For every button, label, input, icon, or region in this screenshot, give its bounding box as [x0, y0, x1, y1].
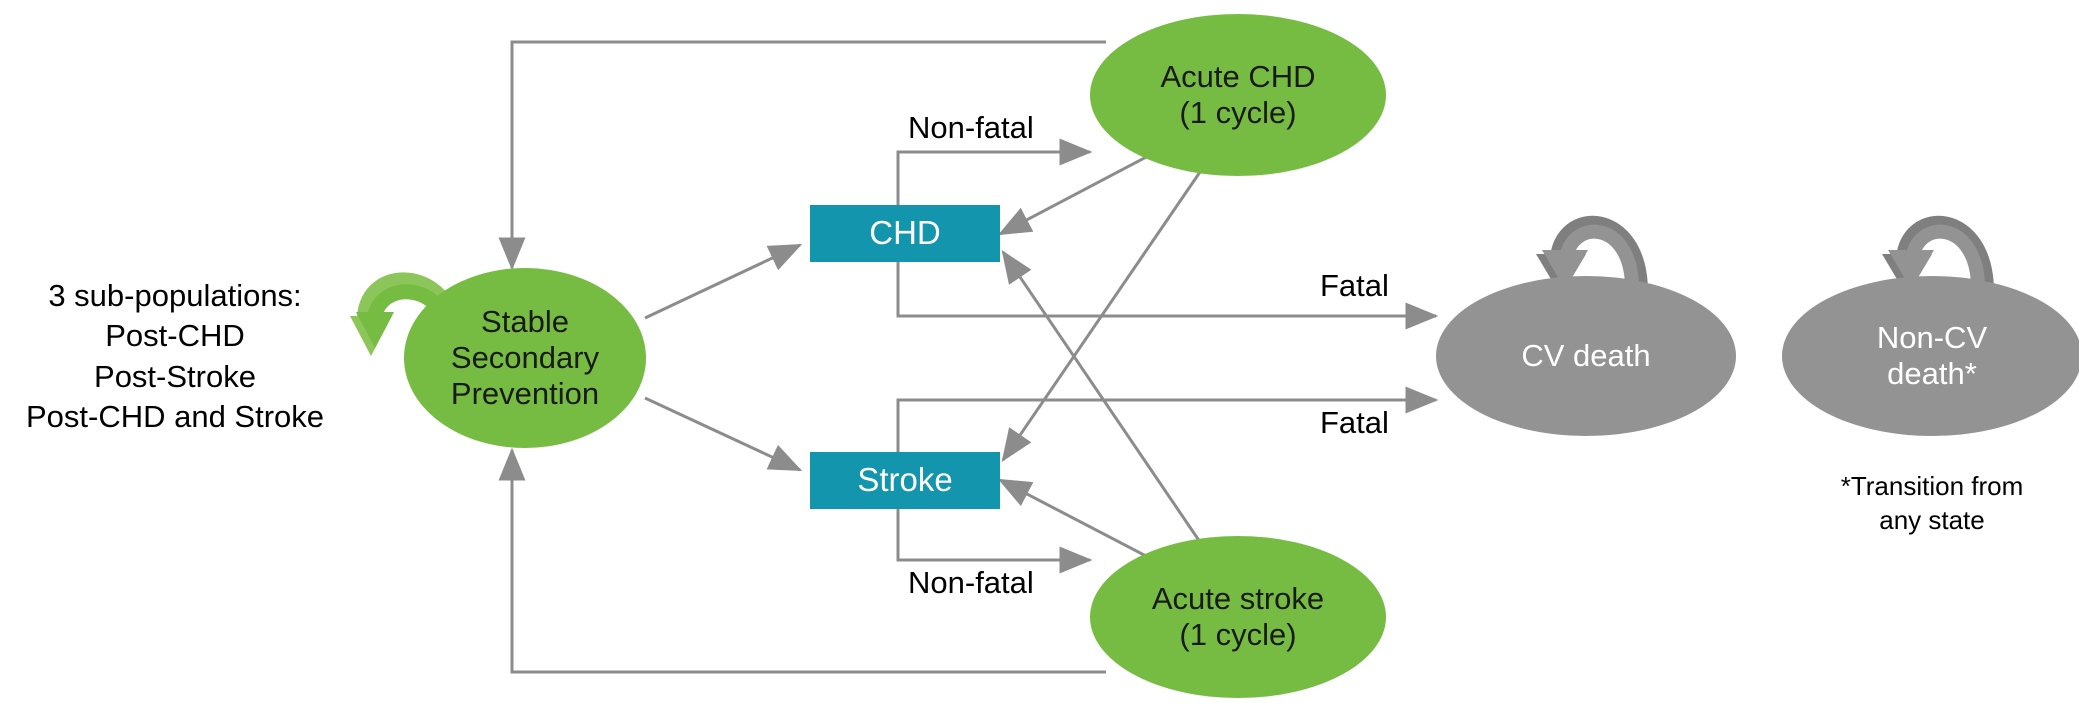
edge-chd-to-cv-death-fatal [896, 262, 1439, 330]
node-stable-secondary-prevention[interactable]: Stable Secondary Prevention [404, 268, 646, 448]
node-acute-chd[interactable]: Acute CHD (1 cycle) [1090, 14, 1386, 176]
node-acute-stroke[interactable]: Acute stroke (1 cycle) [1090, 536, 1386, 698]
node-stable-line-1: Secondary [450, 340, 600, 376]
node-stroke-label: Stroke [857, 461, 953, 499]
edge-stable-to-chd [644, 243, 803, 320]
edge-acute-chd-to-stroke [1001, 171, 1202, 462]
edge-acute-chd-to-chd [997, 153, 1151, 236]
node-stable-line-2: Prevention [450, 375, 600, 411]
edge-label-non-fatal-stroke: Non-fatal [908, 565, 1034, 600]
footnote-transition-any-state: *Transition from any state [1782, 470, 2079, 538]
node-chd-label: CHD [869, 214, 941, 252]
sub-populations-note: 3 sub-populations: Post-CHD Post-Stroke … [0, 276, 350, 437]
node-acute-chd-line-1: (1 cycle) [1179, 95, 1297, 130]
node-stroke-event[interactable]: Stroke [810, 452, 1000, 509]
edge-stable-to-stroke [644, 396, 803, 472]
edge-stroke-to-cv-death-fatal [896, 386, 1439, 452]
self-loop-cv-death-icon [1536, 215, 1648, 296]
edge-label-non-fatal-chd: Non-fatal [908, 110, 1034, 145]
edge-label-fatal-stroke: Fatal [1320, 405, 1389, 440]
node-acute-chd-line-0: Acute CHD [1160, 59, 1316, 95]
node-cv-death-label: CV death [1521, 338, 1651, 374]
sub-populations-line-0: 3 sub-populations: [48, 278, 302, 313]
node-acute-stroke-line-1: (1 cycle) [1179, 617, 1297, 652]
node-acute-stroke-line-0: Acute stroke [1151, 581, 1325, 617]
node-stable-line-0: Stable [481, 304, 569, 340]
node-chd-event[interactable]: CHD [810, 205, 1000, 262]
sub-populations-line-1: Post-CHD [105, 318, 245, 354]
edge-acute-stroke-to-stable [498, 447, 1106, 674]
self-loop-non-cv-death-icon [1882, 215, 1994, 296]
edge-acute-stroke-to-chd [1001, 250, 1202, 543]
edge-acute-stroke-to-stroke [997, 478, 1151, 560]
sub-populations-line-2: Post-Stroke [94, 358, 256, 394]
node-non-cv-death-line-0: Non-CV [1876, 320, 1988, 356]
node-non-cv-death[interactable]: Non-CV death* [1782, 276, 2079, 436]
sub-populations-line-3: Post-CHD and Stroke [25, 398, 325, 434]
edge-acute-chd-to-stable [498, 40, 1106, 271]
footnote-line-1: any state [1879, 504, 1985, 535]
node-cv-death[interactable]: CV death [1436, 276, 1736, 436]
footnote-line-0: *Transition from [1840, 471, 2024, 501]
edge-label-fatal-chd: Fatal [1320, 268, 1389, 303]
node-non-cv-death-line-1: death* [1887, 356, 1977, 391]
